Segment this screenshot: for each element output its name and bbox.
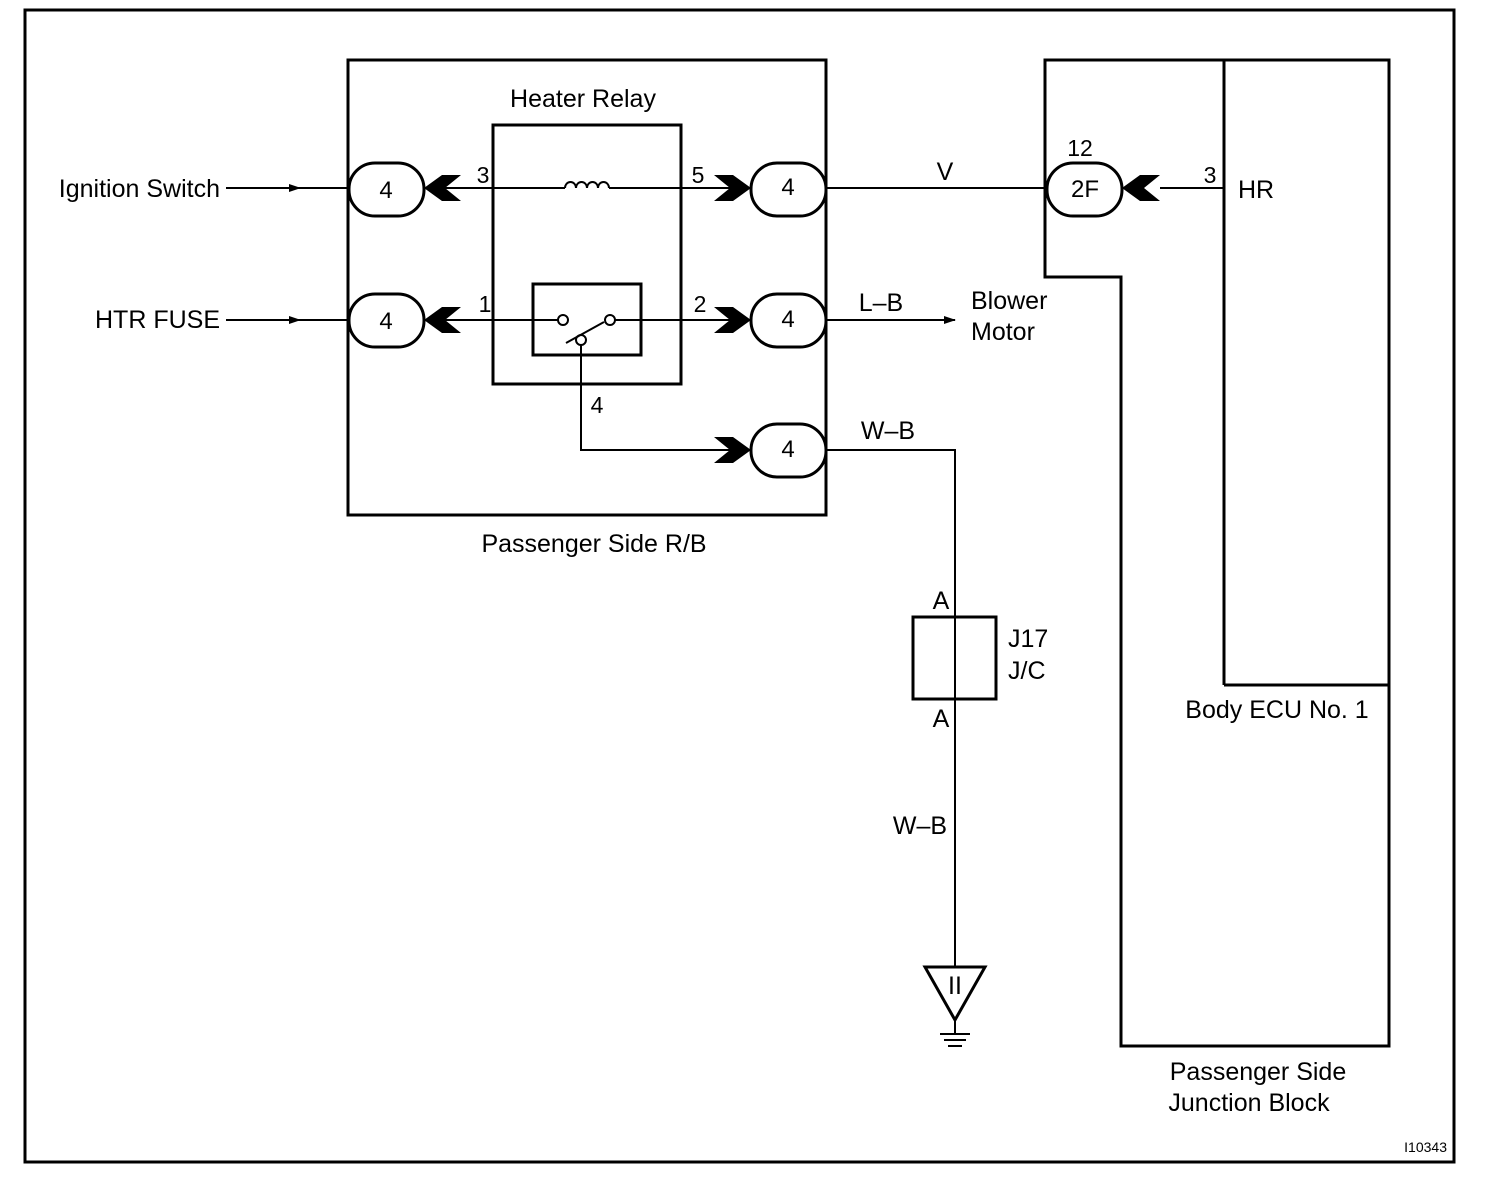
wire-wb-top-label: W–B <box>861 417 915 445</box>
switch-contact-left <box>557 314 569 326</box>
ground-point-label: II <box>948 972 962 1000</box>
figure-id: I10343 <box>1404 1139 1447 1155</box>
body-ecu-label: Body ECU No. 1 <box>1185 696 1368 724</box>
pin-1-label: 1 <box>479 291 492 317</box>
wire-lb-label: L–B <box>859 289 903 317</box>
connector-2f-pin: 12 <box>1067 135 1093 161</box>
relay-coil <box>564 181 610 189</box>
passenger-side-rb-box <box>346 58 828 517</box>
switch-contact-right <box>604 314 616 326</box>
chevron-right-wb-icon <box>714 437 751 463</box>
diagram-frame <box>23 8 1456 1164</box>
ignition-switch-label: Ignition Switch <box>59 175 220 203</box>
relay-ground-wire <box>580 345 750 451</box>
junction-block-label-line1: Passenger Side <box>1170 1058 1347 1086</box>
connector-ignition <box>347 161 426 218</box>
blower-motor-label-line2: Motor <box>971 318 1035 346</box>
wire-wb <box>826 449 956 967</box>
ecu-pin-3-label: 3 <box>1204 162 1217 188</box>
j17-label: J17 <box>1008 625 1048 653</box>
connector-htr-fuse <box>347 292 426 349</box>
ecu-terminal-hr: HR <box>1238 176 1274 204</box>
wire-wb-bottom-label: W–B <box>893 812 947 840</box>
chevron-left-fuse-icon <box>424 307 461 333</box>
chevron-right-lb-icon <box>714 307 751 333</box>
switch-blade <box>565 321 605 344</box>
connector-ignition-label: 4 <box>379 177 392 204</box>
passenger-side-rb-label: Passenger Side R/B <box>481 530 706 558</box>
connector-v-wire <box>749 161 828 218</box>
pin-5-label: 5 <box>692 162 705 188</box>
chevron-left-ignition-icon <box>424 175 461 201</box>
junction-block-label-line2: Junction Block <box>1168 1089 1330 1117</box>
ground-point-icon <box>922 965 988 1024</box>
connector-v-wire-label: 4 <box>781 174 794 201</box>
junction-block-outline <box>1043 58 1391 1048</box>
heater-relay-title: Heater Relay <box>510 85 656 113</box>
connector-wb-wire-label: 4 <box>781 436 794 463</box>
j17-pin-top: A <box>933 587 950 615</box>
htr-fuse-label: HTR FUSE <box>95 306 220 334</box>
connector-2f-label: 2F <box>1071 176 1099 203</box>
wire-v-label: V <box>937 158 954 186</box>
j17-pin-bottom: A <box>933 705 950 733</box>
chevron-right-v-icon <box>714 175 751 201</box>
j17-sublabel: J/C <box>1008 657 1046 685</box>
pin-3-label: 3 <box>477 162 490 188</box>
chevron-left-2f-icon <box>1122 175 1160 201</box>
blower-motor-label-line1: Blower <box>971 287 1047 315</box>
connector-lb-wire-label: 4 <box>781 306 794 333</box>
heater-relay-box <box>491 123 683 386</box>
pin-4-label: 4 <box>591 392 604 418</box>
connector-2f <box>1045 161 1124 218</box>
connector-htr-fuse-label: 4 <box>379 308 392 335</box>
pin-2-label: 2 <box>694 291 707 317</box>
